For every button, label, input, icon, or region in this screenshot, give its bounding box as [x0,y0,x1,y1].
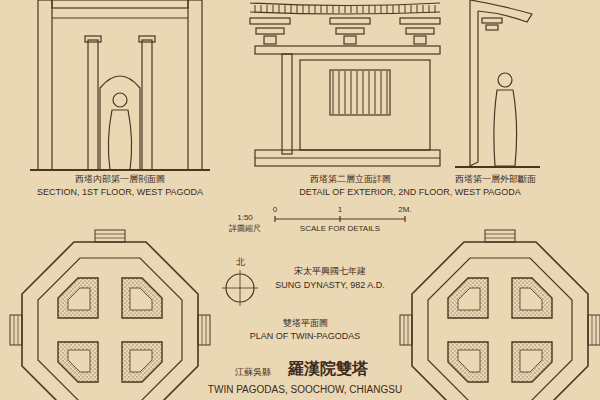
date-note: SUNG DYNASTY, 982 A.D. [275,280,384,291]
scale-title: SCALE FOR DETAILS [300,224,380,234]
view-title: 西塔第一層外部斷面 [455,174,536,185]
view-title: 西塔第二層立面詳圖 [310,174,391,185]
sheet-title: 羅漢院雙塔 [288,359,368,378]
scale-ratio: 1:50 [237,213,253,223]
north-mark: 北 [236,257,245,268]
plan-title: 雙塔平面圖 [283,318,328,329]
view-title: SECTION, 1ST FLOOR, WEST PAGODA [37,187,203,198]
plan-title: PLAN OF TWIN-PAGODAS [250,331,361,342]
view-title: DETAIL OF EXTERIOR, 2ND FLOOR, WEST PAGO… [299,187,521,198]
view-title: 西塔內部第一層剖面圖 [75,174,165,185]
sheet-subtitle: TWIN PAGODAS, SOOCHOW, CHIANGSU [208,384,402,396]
scale-number: 2M. [398,205,411,215]
date-note: 宋太平興國七年建 [294,266,366,277]
location-note: 江蘇吳縣 [235,367,271,378]
scale-title: 詳圖縮尺 [229,224,261,234]
scale-number: 1 [338,205,342,215]
scale-number: 0 [273,205,277,215]
